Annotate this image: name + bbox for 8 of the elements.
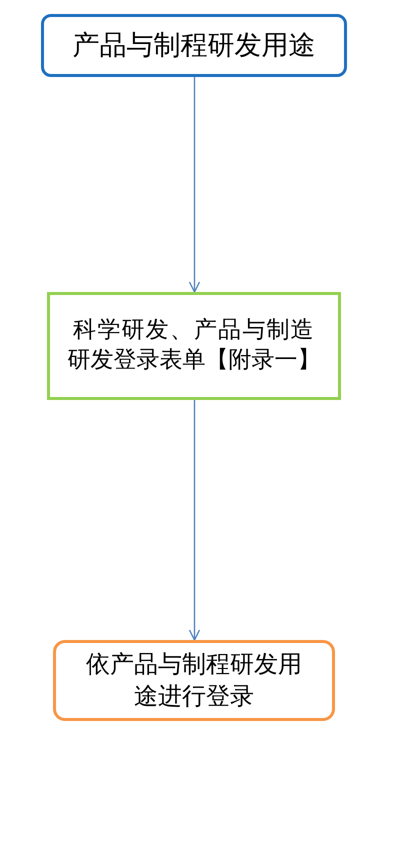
arrow (188, 77, 200, 293)
process-box (53, 640, 335, 721)
process-box (47, 292, 341, 400)
node-label: 依产品与制程研发用途进行登录 (84, 649, 303, 712)
process-box (41, 14, 347, 77)
arrow (188, 400, 200, 641)
node-label: 产品与制程研发用途 (72, 28, 316, 63)
node-label: 科学研发、产品与制造研发登录表单【附录一】 (66, 316, 322, 375)
